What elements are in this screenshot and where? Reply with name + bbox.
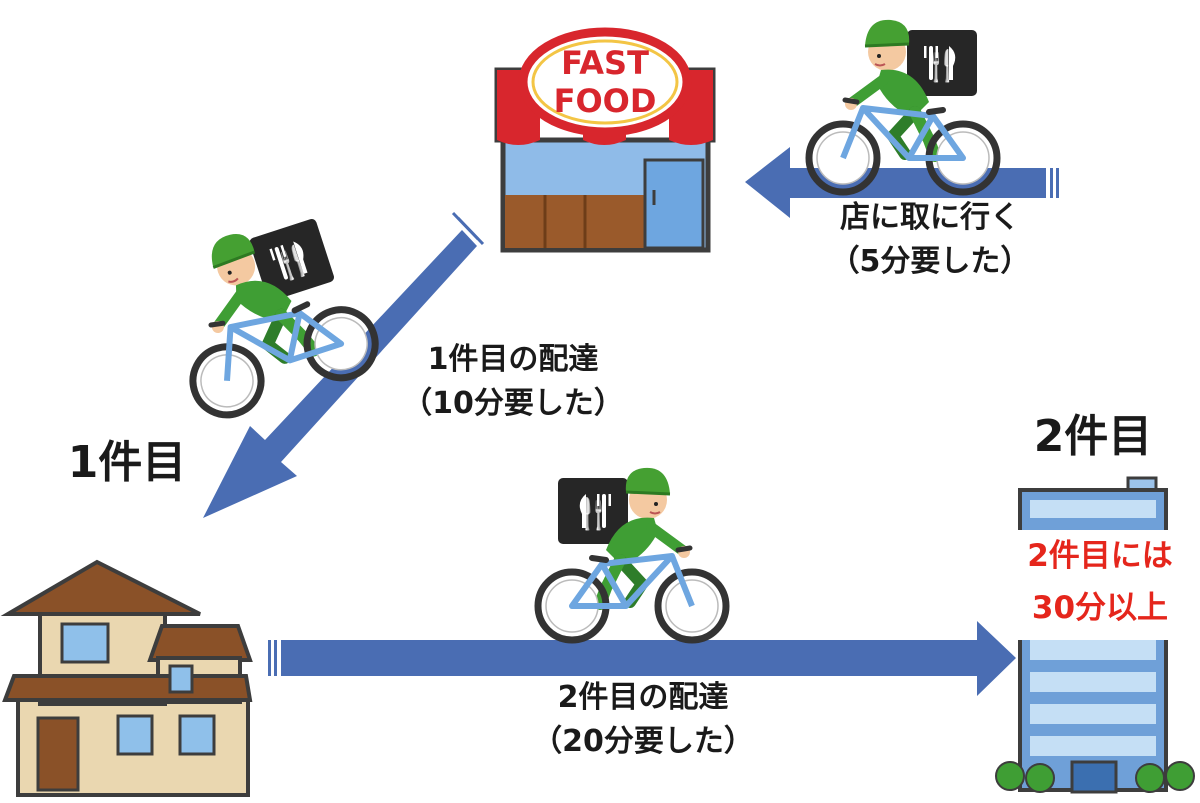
cyclist-pickup xyxy=(809,20,997,192)
pickup-arrow xyxy=(745,147,1059,218)
cyclist-first-delivery xyxy=(152,202,384,424)
pickup-label-line1: 店に取に行く xyxy=(840,200,1020,235)
first-delivery-arrow xyxy=(203,211,485,518)
first-delivery-label-line1: 1件目の配達 xyxy=(427,342,599,377)
house-first-destination xyxy=(0,559,253,797)
fast-food-store: FAST FOOD xyxy=(494,27,716,253)
second-delivery-arrow xyxy=(268,621,1016,696)
store-sign-line2: FOOD xyxy=(554,82,657,120)
second-delivery-label-line1: 2件目の配達 xyxy=(557,680,729,715)
office-building-second-destination xyxy=(995,476,1196,794)
first-delivery-label: 1件目の配達 （10分要した） xyxy=(378,338,648,426)
store-sign-line1: FAST xyxy=(561,44,649,82)
second-delivery-label: 2件目の配達 （20分要した） xyxy=(508,676,778,764)
pickup-label-line2: （5分要した） xyxy=(829,244,1031,279)
second-delivery-label-line2: （20分要した） xyxy=(532,724,754,759)
second-destination-note: 2件目には 30分以上 xyxy=(1004,530,1196,634)
pickup-label: 店に取に行く （5分要した） xyxy=(815,196,1045,284)
second-destination-note-line1: 2件目には xyxy=(1027,538,1173,574)
cyclist-second-delivery xyxy=(538,468,726,640)
second-destination-title: 2件目 xyxy=(1033,411,1153,462)
first-destination-title: 1件目 xyxy=(67,437,187,488)
second-destination-note-line2: 30分以上 xyxy=(1031,590,1169,626)
first-delivery-label-line2: （10分要した） xyxy=(402,386,624,421)
